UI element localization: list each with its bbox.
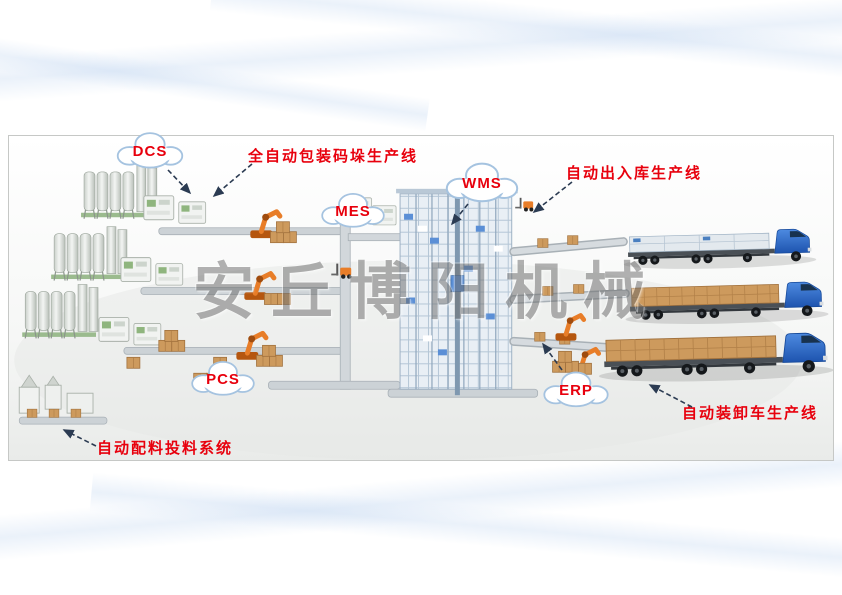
- cloud-pcs-label: PCS: [206, 371, 240, 388]
- background-streak: [0, 0, 842, 105]
- cloud-icon: [191, 361, 255, 396]
- silo-cluster-3: [22, 284, 99, 339]
- cloud-dcs: DCS: [112, 128, 188, 172]
- cloud-wms: WMS: [436, 158, 528, 206]
- cloud-wms-label: WMS: [462, 175, 502, 192]
- cloud-dcs-label: DCS: [132, 143, 168, 160]
- truck-2: [625, 281, 829, 324]
- background-streak: [89, 472, 842, 580]
- background-streak: [0, 25, 430, 133]
- cloud-mes-label: MES: [335, 203, 371, 220]
- truck-3: [599, 332, 833, 382]
- stacker-crane: [450, 181, 465, 396]
- production-line-panel: [8, 135, 834, 461]
- watermark-text: 安丘博阳机械: [193, 258, 662, 327]
- cloud-icon: [321, 193, 385, 228]
- packaging-machines-row-2: [120, 257, 184, 286]
- cloud-icon: [543, 371, 609, 408]
- cloud-erp-label: ERP: [559, 382, 593, 399]
- label-batching-system: 自动配料投料系统: [97, 440, 234, 457]
- conveyor-network: [123, 215, 539, 398]
- cloud-icon: [445, 162, 519, 203]
- factory-illustration: [14, 164, 833, 460]
- label-packing-line: 全自动包装码垛生产线: [248, 148, 419, 165]
- background-streak: [209, 0, 842, 85]
- cloud-erp: ERP: [540, 366, 612, 412]
- cloud-icon: [116, 132, 184, 169]
- truck-1: [623, 228, 817, 269]
- cloud-pcs: PCS: [188, 356, 258, 400]
- silo-cluster-2: [51, 226, 128, 282]
- label-truck-loading-line: 自动装卸车生产线: [682, 405, 819, 422]
- cloud-mes: MES: [318, 188, 388, 232]
- batching-machines: [18, 374, 108, 425]
- label-warehouse-line: 自动出入库生产线: [566, 165, 703, 182]
- packaging-machines-row-1: [143, 195, 207, 224]
